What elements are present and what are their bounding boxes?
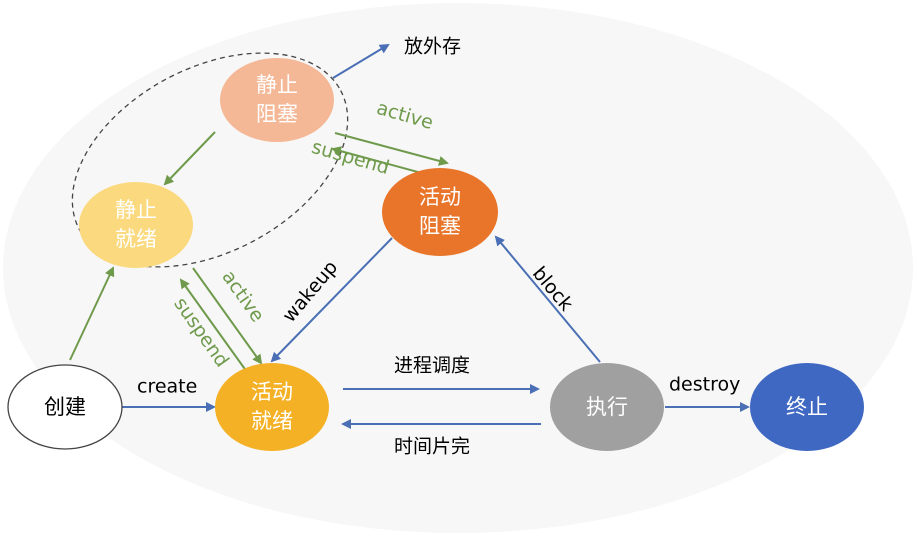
- node-active-blocked-line1: 活动: [419, 185, 461, 209]
- node-active-blocked: 活动 阻塞: [382, 168, 498, 256]
- node-create-label: 创建: [44, 395, 86, 419]
- node-active-ready-line2: 就绪: [251, 409, 293, 433]
- edge-swap-out: [332, 43, 390, 79]
- node-running-label: 执行: [586, 395, 628, 419]
- edge-static-blocked-to-static-ready: [163, 131, 216, 186]
- node-static-ready: 静止 就绪: [79, 182, 193, 268]
- node-static-ready-line2: 就绪: [115, 227, 157, 251]
- node-static-blocked-line1: 静止: [256, 73, 298, 97]
- node-static-ready-line1: 静止: [115, 198, 157, 222]
- edge-label-swap-out: 放外存: [404, 36, 461, 58]
- edge-label-create: create: [137, 376, 197, 398]
- node-terminated-label: 终止: [786, 395, 828, 419]
- node-create: 创建: [7, 364, 123, 450]
- edge-active-upper: [334, 132, 449, 166]
- node-active-blocked-line2: 阻塞: [419, 214, 461, 238]
- edge-create-to-static-ready: [69, 266, 115, 361]
- edge-label-timeslice: 时间片完: [394, 436, 470, 458]
- node-active-ready: 活动 就绪: [215, 363, 329, 451]
- edge-active-lower: [192, 267, 263, 365]
- node-active-ready-line1: 活动: [251, 380, 293, 404]
- node-running: 执行: [550, 363, 664, 451]
- edge-label-destroy: destroy: [669, 374, 740, 396]
- edge-label-dispatch: 进程调度: [394, 355, 470, 377]
- edge-block: [494, 235, 601, 363]
- node-static-blocked-line2: 阻塞: [256, 102, 298, 126]
- edge-suspend-lower: [179, 278, 248, 373]
- node-static-blocked: 静止 阻塞: [220, 58, 334, 142]
- node-terminated: 终止: [750, 363, 864, 451]
- edge-wakeup: [270, 237, 393, 363]
